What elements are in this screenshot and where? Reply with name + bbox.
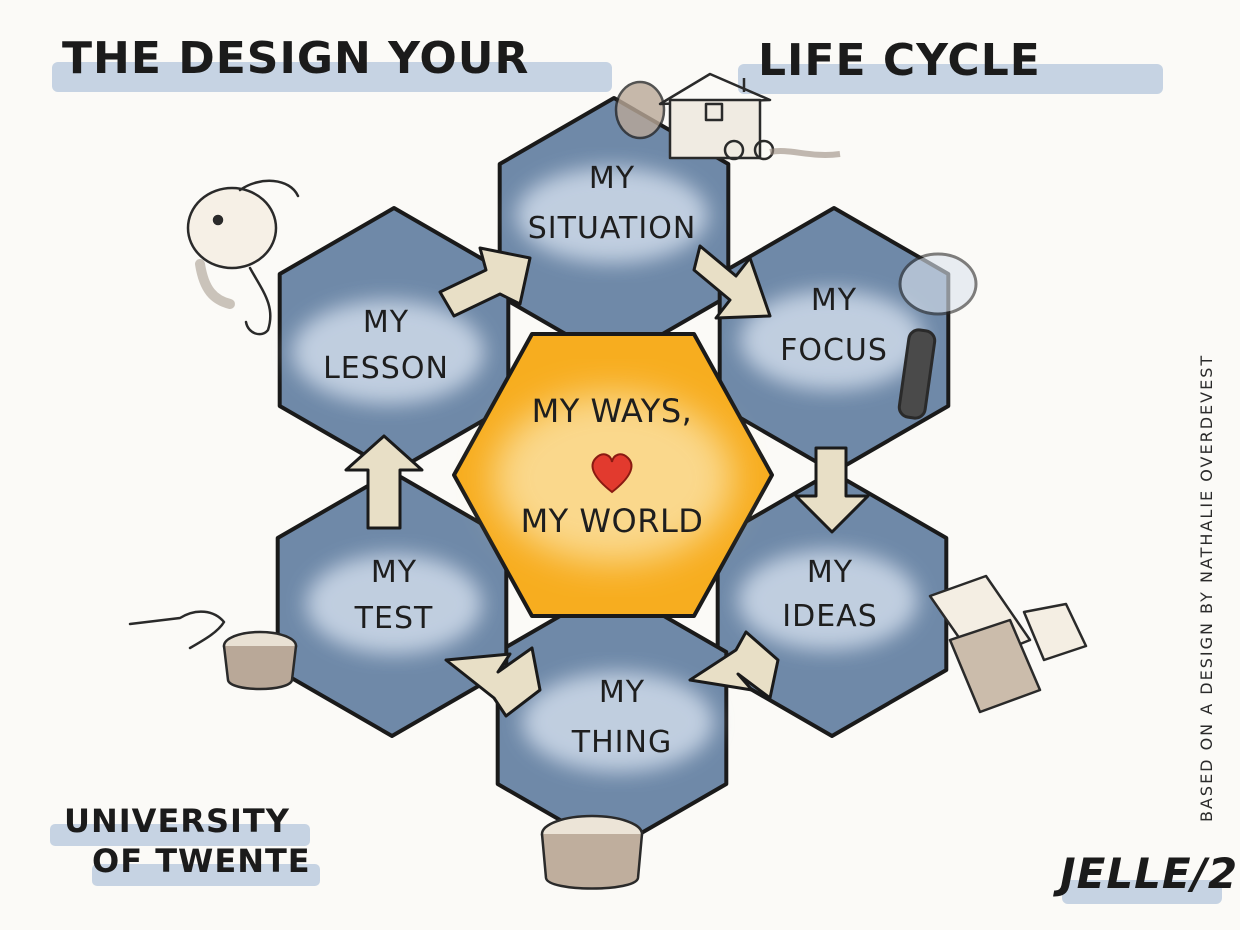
org-name-line2: OF TWENTE — [92, 842, 311, 880]
arrow-focus-to-ideas — [794, 446, 870, 534]
org-highlight-bottom — [92, 864, 320, 886]
house-sketch — [614, 72, 841, 161]
cell-cloud — [738, 550, 918, 650]
cycle-cell-thing: MY THING — [495, 584, 729, 852]
signature-highlight — [1062, 880, 1222, 904]
reaching-hand — [128, 610, 226, 650]
magnifier-handle — [897, 328, 937, 420]
magnifier-lens — [898, 252, 978, 316]
bottom-cup-body — [540, 833, 644, 890]
cell-label-line2: THING — [571, 725, 672, 760]
title-highlight-left — [52, 62, 612, 92]
house-smoke — [769, 148, 841, 158]
cell-label-line2: SITUATION — [528, 211, 697, 246]
credit-vertical: BASED ON A DESIGN BY NATHALIE OVERDEVEST — [1197, 354, 1216, 822]
center-line2: MY WORLD — [521, 502, 704, 540]
cell-label-line2: TEST — [354, 601, 434, 636]
house-window — [704, 102, 724, 122]
cell-cloud — [292, 300, 484, 404]
hex-ring: MY SITUATION MY FOCUS MY IDEAS MY THING MY TEST MY… — [275, 96, 951, 852]
org-name-line1: UNIVERSITY — [64, 802, 290, 840]
cell-label-line2: IDEAS — [782, 599, 877, 634]
house-body — [668, 98, 762, 160]
title-highlight-right — [738, 64, 1163, 94]
cup-body — [222, 644, 298, 691]
thinking-person-sketch — [186, 179, 300, 336]
cycle-cell-focus: MY FOCUS — [717, 206, 951, 474]
heart-icon — [591, 453, 633, 494]
title-left: THE DESIGN YOUR — [62, 33, 529, 84]
magnifier-sketch — [897, 252, 978, 420]
title-right: LIFE CYCLE — [758, 35, 1041, 86]
org-highlight-top — [50, 824, 310, 846]
cell-label-line1: MY — [599, 675, 645, 710]
arrow-situation-to-focus — [692, 244, 772, 320]
person-hair — [238, 179, 300, 198]
house-bush — [614, 80, 666, 140]
cell-label-line1: MY — [363, 305, 409, 340]
person-head — [186, 186, 278, 270]
cell-label-line2: FOCUS — [780, 333, 888, 368]
person-shoulder — [195, 259, 235, 309]
cell-label-line2: LESSON — [323, 351, 449, 386]
cell-cloud — [740, 290, 924, 390]
bottom-cup-sketch — [540, 814, 644, 890]
arrow-thing-to-test — [444, 646, 542, 718]
cycle-cell-lesson: MY LESSON — [277, 206, 511, 474]
hand-stack-sketch — [128, 610, 298, 691]
arrow-lesson-to-situation — [438, 246, 532, 318]
cell-cloud — [306, 554, 482, 654]
person-eye — [212, 214, 224, 226]
arrow-test-to-lesson — [344, 434, 424, 530]
cell-cloud — [516, 167, 708, 263]
cell-label-line1: MY — [811, 283, 857, 318]
bike-wheel-rear — [723, 139, 745, 161]
signature: JELLE/21 — [1053, 849, 1240, 898]
center-line1: MY WAYS, — [532, 392, 693, 430]
flow-arrows — [344, 244, 870, 718]
cell-label-line1: MY — [807, 555, 853, 590]
paper-sheet-front — [1022, 602, 1088, 662]
cell-cloud — [522, 672, 714, 772]
arrow-ideas-to-thing — [688, 630, 780, 700]
center-hexagon: MY WAYS, MY WORLD — [452, 332, 774, 618]
paper-sheet-mid — [948, 618, 1042, 714]
papers-sketch — [928, 574, 1088, 714]
cell-label-line1: MY — [589, 161, 635, 196]
person-hand — [244, 266, 272, 336]
cell-label-line1: MY — [371, 555, 417, 590]
